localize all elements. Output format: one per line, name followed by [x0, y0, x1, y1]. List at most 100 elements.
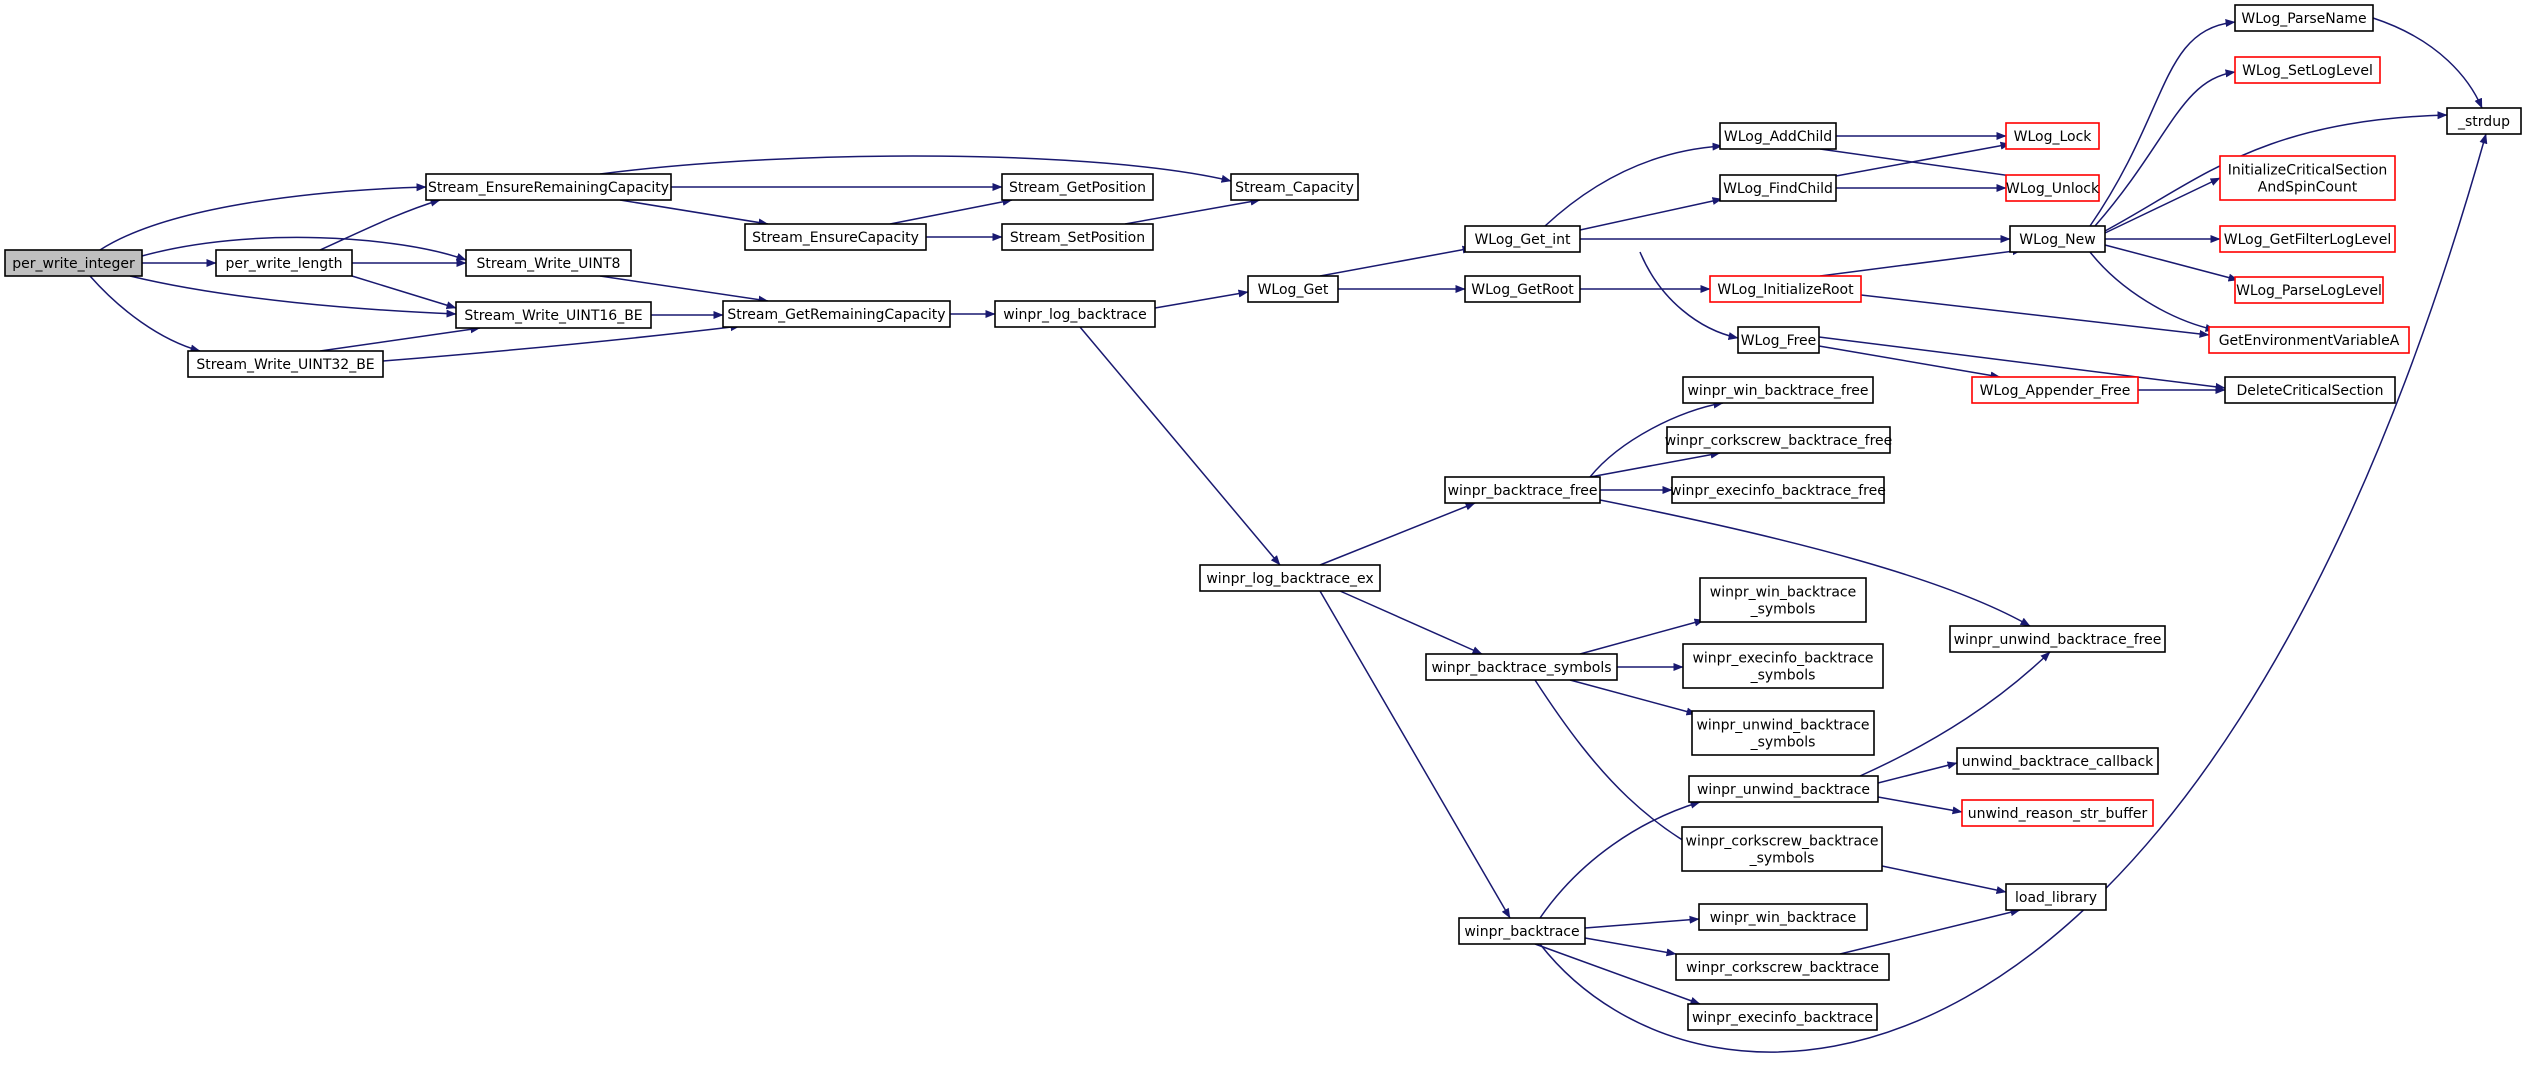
node-wlaf[interactable]: WLog_Appender_Free: [1971, 376, 2139, 404]
node-label: winpr_backtrace_symbols: [1431, 660, 1611, 676]
node-wlog_get[interactable]: WLog_Get: [1247, 275, 1339, 303]
edge-arrow: [319, 198, 441, 251]
node-geva[interactable]: GetEnvironmentVariableA: [2208, 326, 2410, 354]
edge-wlfree-dcs: [1818, 336, 2226, 391]
edge-arrow: [1599, 499, 2031, 627]
edge-pwl-serc: [319, 198, 441, 251]
node-label: Stream_Write_UINT32_BE: [196, 357, 374, 373]
node-wlgfl[interactable]: WLog_GetFilterLogLevel: [2219, 225, 2396, 253]
edge-arrow: [1319, 245, 1473, 277]
node-wwb[interactable]: winpr_win_backtrace: [1698, 903, 1868, 931]
node-web[interactable]: winpr_execinfo_backtrace: [1687, 1003, 1878, 1031]
edge-arrow: [1319, 590, 1511, 919]
node-label: winpr_unwind_backtrace_free: [1954, 632, 2162, 648]
node-box: [187, 350, 384, 378]
node-scap[interactable]: Stream_Capacity: [1230, 173, 1359, 201]
node-wubfree[interactable]: winpr_unwind_backtrace_free: [1949, 625, 2166, 653]
node-wbfree[interactable]: winpr_backtrace_free: [1444, 476, 1601, 504]
node-wllock[interactable]: WLog_Lock: [2005, 122, 2100, 150]
edge-wlnew-geva: [2089, 251, 2216, 332]
edge-arrow: [1319, 502, 1476, 566]
edge-wub-ubc: [1877, 761, 1958, 784]
node-box: [1971, 376, 2139, 404]
node-sgrc[interactable]: Stream_GetRemainingCapacity: [722, 300, 951, 328]
node-dcs[interactable]: DeleteCriticalSection: [2224, 376, 2396, 404]
node-box: [1675, 953, 1890, 981]
edge-swu32-sgrc: [382, 323, 741, 362]
node-webfree[interactable]: winpr_execinfo_backtrace_free: [1670, 476, 1886, 504]
node-ssp[interactable]: Stream_SetPosition: [1001, 223, 1154, 251]
node-ubc[interactable]: unwind_backtrace_callback: [1956, 747, 2159, 775]
node-wlpn[interactable]: WLog_ParseName: [2234, 4, 2374, 32]
node-label: Stream_Write_UINT16_BE: [464, 308, 642, 324]
node-wlb[interactable]: winpr_log_backtrace: [994, 300, 1156, 328]
node-box: [215, 249, 353, 277]
edge-arrow: [1124, 197, 1261, 225]
node-wbt[interactable]: winpr_backtrace: [1458, 917, 1586, 945]
node-wlac[interactable]: WLog_AddChild: [1719, 122, 1837, 150]
node-loadlib[interactable]: load_library: [2005, 883, 2107, 911]
node-box: [1709, 275, 1862, 303]
node-label: DeleteCriticalSection: [2237, 383, 2384, 399]
edge-wbt-wwb: [1584, 915, 1700, 929]
node-wlfc[interactable]: WLog_FindChild: [1719, 174, 1837, 202]
node-wlfree[interactable]: WLog_Free: [1737, 326, 1820, 354]
node-box: [2005, 883, 2107, 911]
edge-wcb-loadlib: [1839, 908, 2021, 955]
edge-wub-ursb: [1877, 796, 1963, 815]
node-serc[interactable]: Stream_EnsureRemainingCapacity: [425, 173, 672, 201]
node-box: [1681, 826, 1883, 872]
node-label: winpr_log_backtrace_ex: [1206, 571, 1373, 587]
node-label: _symbols: [1750, 735, 1816, 751]
node-label: winpr_win_backtrace: [1710, 910, 1856, 926]
node-label: WLog_GetFilterLogLevel: [2224, 232, 2391, 248]
node-wlpll[interactable]: WLog_ParseLogLevel: [2234, 276, 2384, 304]
node-box: [2009, 225, 2106, 253]
node-wlgr[interactable]: WLog_GetRoot: [1464, 275, 1581, 303]
node-wcbfree[interactable]: winpr_corkscrew_backtrace_free: [1665, 426, 1893, 454]
node-wub[interactable]: winpr_unwind_backtrace: [1688, 775, 1879, 803]
node-label: winpr_execinfo_backtrace: [1692, 1010, 1873, 1026]
node-strdup[interactable]: _strdup: [2446, 107, 2522, 135]
node-ursb[interactable]: unwind_reason_str_buffer: [1961, 799, 2154, 827]
node-label: Stream_EnsureRemainingCapacity: [428, 180, 669, 196]
node-sec[interactable]: Stream_EnsureCapacity: [744, 223, 927, 251]
edge-arrow: [2104, 177, 2221, 234]
node-label: WLog_SetLogLevel: [2242, 63, 2373, 79]
node-swu32[interactable]: Stream_Write_UINT32_BE: [187, 350, 384, 378]
node-wlnew[interactable]: WLog_New: [2009, 225, 2106, 253]
node-wlsll[interactable]: WLog_SetLogLevel: [2234, 56, 2381, 84]
edge-arrow: [1339, 590, 1483, 655]
edge-arrow: [382, 323, 741, 362]
node-wlunlock[interactable]: WLog_Unlock: [2005, 174, 2100, 202]
node-pwl[interactable]: per_write_length: [215, 249, 353, 277]
node-box: [2208, 326, 2410, 354]
node-box: [2446, 107, 2522, 135]
node-label: winpr_backtrace: [1464, 924, 1579, 940]
node-box: [1737, 326, 1820, 354]
node-box: [2224, 376, 2396, 404]
node-wwbsym[interactable]: winpr_win_backtrace_symbols: [1699, 577, 1867, 623]
node-wbsym[interactable]: winpr_backtrace_symbols: [1425, 653, 1618, 681]
edge-wlb-wlog_get: [1154, 289, 1249, 309]
node-webysm[interactable]: winpr_execinfo_backtrace_symbols: [1682, 643, 1884, 689]
edge-wlgi-wlfc: [1579, 197, 1723, 231]
node-swu8[interactable]: Stream_Write_UINT8: [465, 249, 632, 277]
node-wwbfree[interactable]: winpr_win_backtrace_free: [1682, 376, 1874, 404]
node-box: [1719, 122, 1837, 150]
edge-wbt-wcb: [1584, 937, 1677, 957]
node-wlgi[interactable]: WLog_Get_int: [1464, 225, 1581, 253]
node-sgp[interactable]: Stream_GetPosition: [1001, 173, 1154, 201]
edge-ssp-scap: [1124, 197, 1261, 225]
node-wlir[interactable]: WLog_InitializeRoot: [1709, 275, 1862, 303]
node-label: WLog_FindChild: [1723, 181, 1833, 197]
node-swu16[interactable]: Stream_Write_UINT16_BE: [455, 301, 652, 329]
edge-sec-sgp: [889, 197, 1013, 225]
node-wcbsym[interactable]: winpr_corkscrew_backtrace_symbols: [1681, 826, 1883, 872]
node-wlbex[interactable]: winpr_log_backtrace_ex: [1199, 564, 1381, 592]
node-label: _symbols: [1749, 851, 1815, 867]
node-wubsym[interactable]: winpr_unwind_backtrace_symbols: [1691, 710, 1875, 756]
node-wcb[interactable]: winpr_corkscrew_backtrace: [1675, 953, 1890, 981]
node-box: [4, 249, 143, 277]
